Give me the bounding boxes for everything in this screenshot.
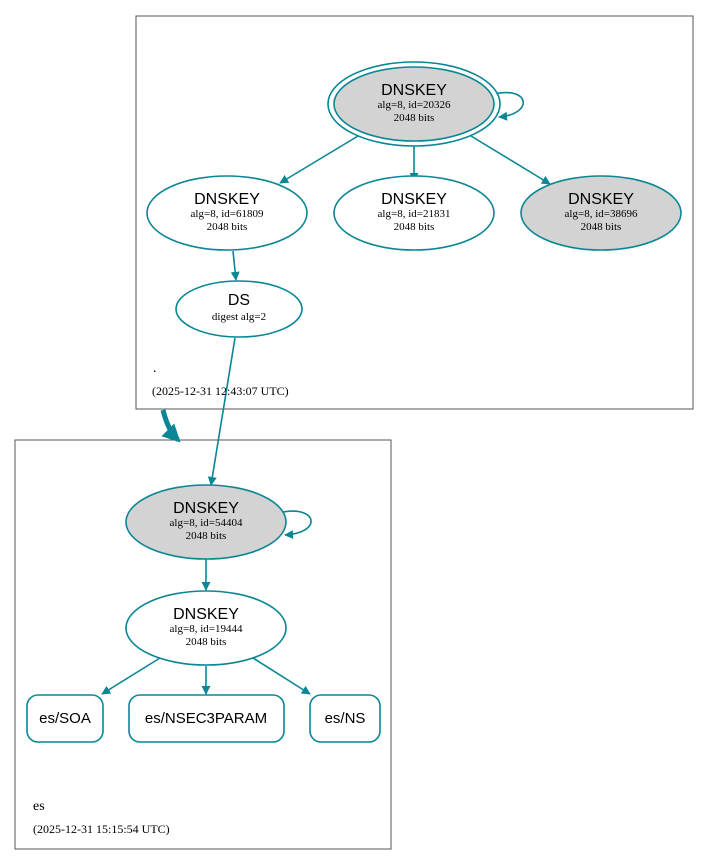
node-dnskey-20326[interactable]: DNSKEY alg=8, id=20326 2048 bits [327,61,501,147]
node-dnskey-38696[interactable]: DNSKEY alg=8, id=38696 2048 bits [520,175,682,251]
es-zone-timestamp: (2025-12-31 15:15:54 UTC) [33,822,170,836]
es-zone-label: es [33,799,45,814]
node-dnskey-21831[interactable]: DNSKEY alg=8, id=21831 2048 bits [333,175,495,251]
node-title: DNSKEY [194,191,260,208]
edge-zsk-to-ns [252,657,311,695]
root-zone-box [135,15,694,410]
edge-ksk-to-38696 [470,135,551,185]
edge-ds-to-es-ksk [207,337,236,486]
node-title: DS [228,292,250,309]
delegation-arrow [160,409,181,443]
node-detail: 2048 bits [394,221,435,233]
node-detail: alg=8, id=54404 [170,517,243,529]
node-detail: alg=8, id=20326 [378,99,451,111]
edge-es-ksk-self [282,510,312,540]
node-detail: 2048 bits [394,112,435,124]
node-dnskey-61809[interactable]: DNSKEY alg=8, id=61809 2048 bits [146,175,308,251]
es-zone-box [14,439,392,850]
root-zone-timestamp: (2025-12-31 12:43:07 UTC) [152,384,289,398]
rrset-es-nsec3param[interactable]: es/NSEC3PARAM [128,694,285,743]
node-title: DNSKEY [173,606,239,623]
rrset-label: es/NSEC3PARAM [145,710,267,727]
edge-ksk-to-61809 [279,135,359,184]
node-detail: 2048 bits [207,221,248,233]
node-detail: alg=8, id=61809 [191,208,264,220]
rrset-label: es/NS [325,710,366,727]
node-detail: 2048 bits [186,636,227,648]
node-detail: alg=8, id=19444 [170,623,243,635]
node-detail: alg=8, id=21831 [378,208,451,220]
node-detail: alg=8, id=38696 [565,208,638,220]
edge-ksk-self [493,91,524,121]
rrset-es-soa[interactable]: es/SOA [26,694,104,743]
node-dnskey-54404[interactable]: DNSKEY alg=8, id=54404 2048 bits [125,484,287,560]
root-zone-label: . [153,361,157,376]
node-title: DNSKEY [173,500,239,517]
edge-zsk-to-soa [101,657,161,695]
node-detail: 2048 bits [186,530,227,542]
rrset-label: es/SOA [39,710,91,727]
node-detail: 2048 bits [581,221,622,233]
node-dnskey-19444[interactable]: DNSKEY alg=8, id=19444 2048 bits [125,590,287,666]
node-ds[interactable]: DS digest alg=2 [175,280,303,338]
node-title: DNSKEY [381,82,447,99]
node-title: DNSKEY [568,191,634,208]
rrset-es-ns[interactable]: es/NS [309,694,381,743]
node-detail: digest alg=2 [212,311,266,323]
node-title: DNSKEY [381,191,447,208]
edge-61809-to-ds [230,250,240,281]
